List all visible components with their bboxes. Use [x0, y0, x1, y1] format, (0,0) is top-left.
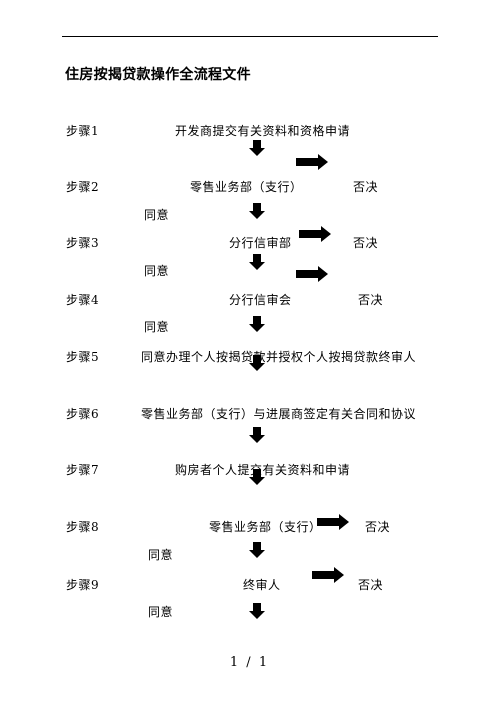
step-4-reject: 否决 — [358, 293, 384, 307]
down-arrow-icon — [249, 355, 265, 371]
document-title: 住房按揭贷款操作全流程文件 — [65, 67, 251, 83]
right-arrow-icon — [296, 266, 328, 282]
step-5-text: 同意办理个人按揭贷款并授权个人按揭贷款终审人 — [141, 350, 417, 364]
step-3-agree: 同意 — [144, 264, 170, 278]
step-9-reject: 否决 — [358, 578, 384, 592]
header-rule — [62, 36, 438, 37]
down-arrow-icon — [249, 427, 265, 443]
right-arrow-icon — [299, 226, 331, 242]
step-2-text: 零售业务部（支行） — [190, 180, 303, 194]
down-arrow-icon — [249, 542, 265, 558]
step-1-label: 步骤1 — [66, 124, 100, 138]
step-4-agree: 同意 — [144, 320, 170, 334]
step-8-label: 步骤8 — [66, 520, 100, 534]
page-number: 1 / 1 — [229, 655, 270, 670]
step-8-text: 零售业务部（支行） — [209, 520, 322, 534]
down-arrow-icon — [249, 203, 265, 219]
right-arrow-icon — [296, 154, 328, 170]
step-4-label: 步骤4 — [66, 293, 100, 307]
down-arrow-icon — [249, 603, 265, 619]
step-9-text: 终审人 — [243, 578, 281, 592]
step-8-agree: 同意 — [148, 548, 174, 562]
step-3-text: 分行信审部 — [229, 236, 292, 250]
step-6-text: 零售业务部（支行）与进展商签定有关合同和协议 — [141, 407, 417, 421]
step-2-label: 步骤2 — [66, 180, 100, 194]
down-arrow-icon — [249, 469, 265, 485]
step-6-label: 步骤6 — [66, 407, 100, 421]
step-9-agree: 同意 — [148, 605, 174, 619]
step-7-text: 购房者个人提交有关资料和申请 — [175, 463, 351, 477]
step-9-label: 步骤9 — [66, 578, 100, 592]
step-3-reject: 否决 — [353, 236, 379, 250]
down-arrow-icon — [249, 254, 265, 270]
step-8-reject: 否决 — [365, 520, 391, 534]
step-7-label: 步骤7 — [66, 463, 100, 477]
down-arrow-icon — [249, 140, 265, 156]
step-3-label: 步骤3 — [66, 236, 100, 250]
right-arrow-icon — [312, 567, 344, 583]
step-1-text: 开发商提交有关资料和资格申请 — [175, 124, 351, 138]
down-arrow-icon — [249, 316, 265, 332]
right-arrow-icon — [317, 514, 349, 530]
step-2-reject: 否决 — [353, 180, 379, 194]
step-5-label: 步骤5 — [66, 350, 100, 364]
step-4-text: 分行信审会 — [229, 293, 292, 307]
step-2-agree: 同意 — [144, 208, 170, 222]
